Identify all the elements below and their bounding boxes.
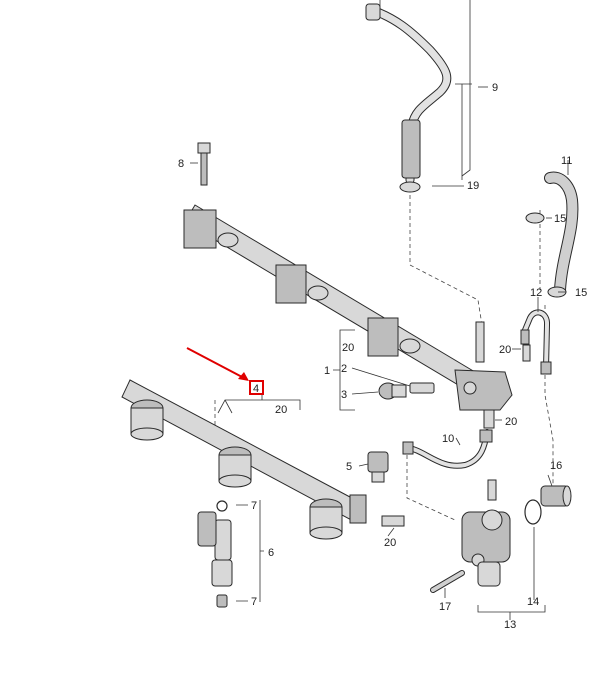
injector-port-1 [217,232,239,248]
pressure-sensor-2-and-plug-3 [378,382,435,400]
lower-fuel-rail [121,379,405,540]
label-14[interactable]: 14 [527,596,539,608]
label-11[interactable]: 11 [561,155,572,167]
fuel-hose-9 [365,3,452,193]
label-13[interactable]: 13 [504,619,516,631]
hose-clamp-15-upper [525,212,545,224]
fitting-20-lower [381,515,405,527]
label-3[interactable]: 3 [341,389,347,401]
seal-ring-7-lower [216,594,228,608]
fuel-pipe-12 [520,309,552,375]
bolt-8 [197,142,211,186]
bolt-17 [430,570,465,593]
part-16 [540,485,572,507]
label-20-lower-rail[interactable]: 20 [275,404,287,416]
rail-end-block [454,369,513,411]
label-7-lower[interactable]: 7 [251,596,257,608]
label-1[interactable]: 1 [324,365,330,377]
rail-end-port [463,381,477,395]
label-5[interactable]: 5 [346,461,352,473]
hose-sleeve [401,119,421,179]
label-10[interactable]: 10 [442,433,454,445]
injector-port-3 [399,338,421,354]
hose-clamp-19 [399,181,421,193]
label-20-rail[interactable]: 20 [342,342,354,354]
injector-port-2 [307,285,329,301]
label-15-lower[interactable]: 15 [575,287,587,299]
label-6[interactable]: 6 [268,547,274,559]
leader-lines [190,0,569,620]
fuel-injector-6 [197,500,233,608]
high-pressure-pipe-10 [402,429,493,469]
union-fitting-20 [483,409,495,429]
label-15-upper[interactable]: 15 [554,213,566,225]
rail-mount-3 [367,317,399,357]
injector-connector [197,511,217,547]
high-pressure-pump-13 [461,479,542,587]
label-20-fitting[interactable]: 20 [505,416,517,428]
highlight-box [249,380,264,395]
rail-mount-1 [183,209,217,249]
rail-feed-tube [475,321,485,363]
label-20-bottom[interactable]: 20 [384,537,396,549]
label-4[interactable]: 4 [253,383,259,395]
label-9[interactable]: 9 [492,82,498,94]
label-17[interactable]: 17 [439,601,451,613]
highlight-arrow [186,347,249,381]
sensor-5 [367,451,389,483]
label-16[interactable]: 16 [550,460,562,472]
rail-mount-2 [275,264,307,304]
sensor-2 [409,382,435,394]
label-2[interactable]: 2 [341,363,347,375]
label-7-upper[interactable]: 7 [251,500,257,512]
seal-ring-7-upper [216,500,228,512]
upper-fuel-rail [183,204,513,411]
lower-rail-end [349,494,367,524]
part-labels: 9 8 19 11 15 15 12 20 20 1 2 3 4 20 20 1… [178,82,587,631]
label-19[interactable]: 19 [467,180,479,192]
fuel-hose-11 [525,171,579,298]
hose-end-fitting [365,3,381,21]
o-ring-14 [524,499,542,525]
label-8[interactable]: 8 [178,158,184,170]
label-20-pipe[interactable]: 20 [499,344,511,356]
label-12[interactable]: 12 [530,287,542,299]
